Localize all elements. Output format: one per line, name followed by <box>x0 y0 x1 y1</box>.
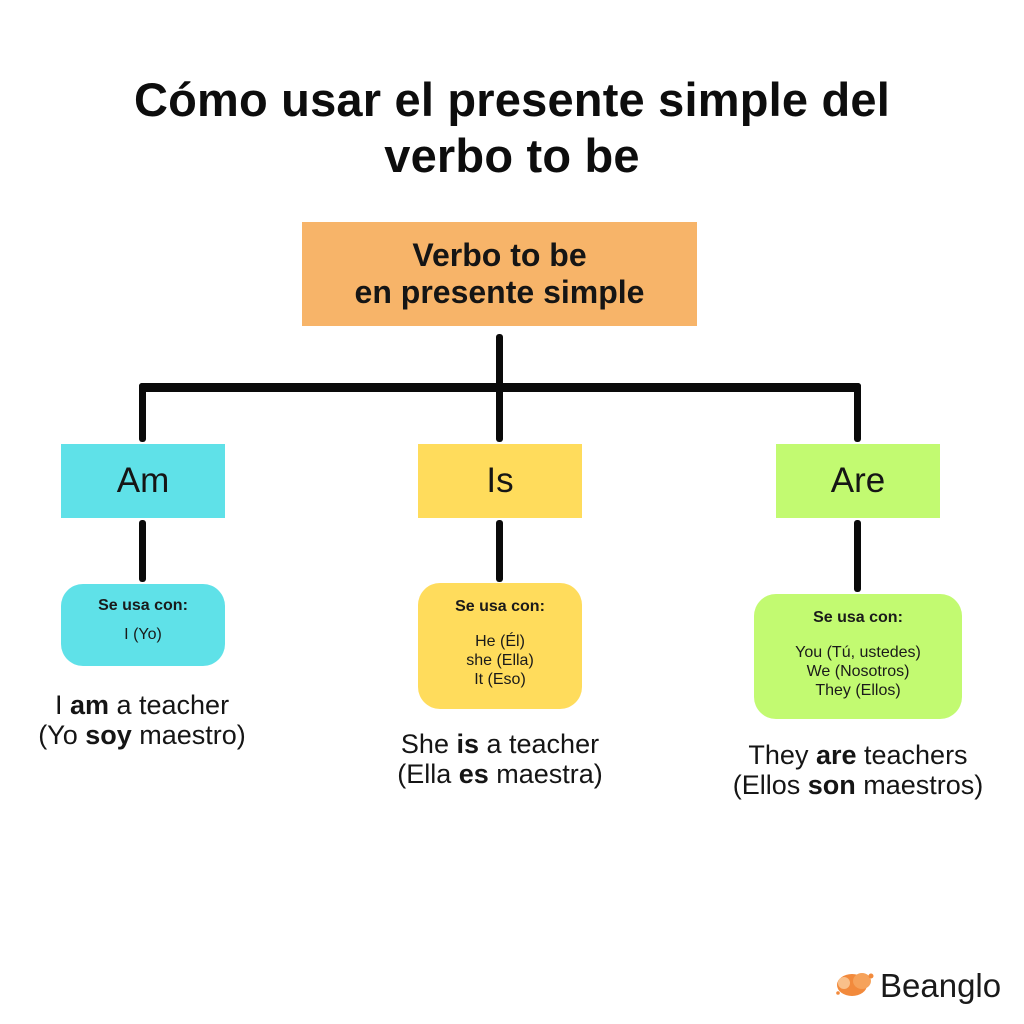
page-title: Cómo usar el presente simple del verbo t… <box>0 72 1024 184</box>
usage-box-is: Se usa con: He (Él) she (Ella) It (Eso) <box>418 583 582 709</box>
example-is-en: She is a teacher <box>400 729 600 759</box>
usage-heading: Se usa con: <box>455 598 545 615</box>
usage-heading: Se usa con: <box>813 609 903 626</box>
example-are: They are teachers (Ellos son maestros) <box>700 740 1016 800</box>
root-node-line-1: Verbo to be <box>412 237 587 273</box>
connector-is-down <box>496 520 503 582</box>
title-line-2: verbo to be <box>384 129 640 182</box>
pronoun-item: They (Ellos) <box>815 682 901 699</box>
connector-am-vertical <box>139 383 146 442</box>
root-node: Verbo to be en presente simple <box>302 222 697 326</box>
pronoun-item: We (Nosotros) <box>806 663 910 680</box>
bean-logo-icon <box>832 967 876 1006</box>
example-am-es: (Yo soy maestro) <box>38 720 246 750</box>
connector-am-down <box>139 520 146 582</box>
verb-label-am: Am <box>116 461 170 500</box>
pronoun-item: she (Ella) <box>466 652 534 669</box>
pronoun-item: It (Eso) <box>474 671 526 688</box>
example-are-es: (Ellos son maestros) <box>732 770 984 800</box>
example-is-es: (Ella es maestra) <box>397 759 603 789</box>
verb-label-are: Are <box>830 461 886 500</box>
verb-label-is: Is <box>486 461 514 500</box>
verb-box-are: Are <box>776 444 940 518</box>
example-is: She is a teacher (Ella es maestra) <box>355 729 645 789</box>
example-am-en: I am a teacher <box>54 690 230 720</box>
brand-name: Beanglo <box>880 967 1002 1004</box>
pronoun-item: You (Tú, ustedes) <box>795 644 921 661</box>
example-are-en: They are teachers <box>748 740 968 770</box>
brand-logo: Beanglo <box>832 966 1001 1006</box>
verb-box-am: Am <box>61 444 225 518</box>
pronoun-item: I (Yo) <box>124 626 162 643</box>
root-node-line-2: en presente simple <box>354 274 645 310</box>
example-am: I am a teacher (Yo soy maestro) <box>22 690 262 750</box>
usage-heading: Se usa con: <box>98 597 188 614</box>
connector-are-down <box>854 520 861 592</box>
pronoun-item: He (Él) <box>475 633 525 650</box>
usage-box-am: Se usa con: I (Yo) <box>61 584 225 666</box>
verb-box-is: Is <box>418 444 582 518</box>
title-line-1: Cómo usar el presente simple del <box>133 73 891 126</box>
connector-are-vertical <box>854 383 861 442</box>
connector-horizontal <box>139 383 861 392</box>
usage-box-are: Se usa con: You (Tú, ustedes) We (Nosotr… <box>754 594 962 719</box>
